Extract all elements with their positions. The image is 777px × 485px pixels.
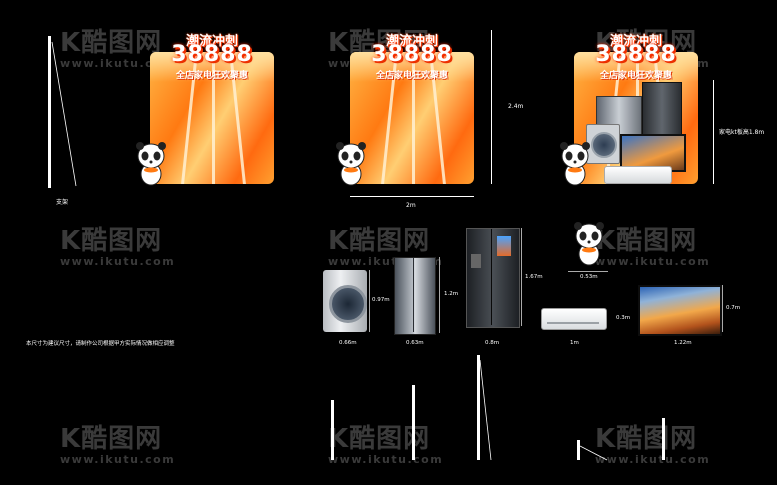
kt-height-label: 家电kt板高1.8m xyxy=(719,129,765,136)
air-conditioner-image xyxy=(604,166,672,184)
kt-height-line xyxy=(713,80,714,184)
display-board xyxy=(150,52,274,184)
panda-mascot-icon xyxy=(574,222,604,266)
washer-door-icon xyxy=(329,285,367,323)
panda-mascot-icon xyxy=(136,142,166,186)
fridge-door-split xyxy=(491,229,492,325)
height-dimension-line xyxy=(491,30,492,184)
display-board xyxy=(350,52,474,184)
stand-brace xyxy=(51,41,77,187)
board-number: 38888 xyxy=(371,42,453,67)
fridge-door-split xyxy=(413,258,414,332)
board-title: 潮流冲刺 xyxy=(185,34,238,49)
fridge-big-height-label: 1.67m xyxy=(525,274,543,280)
fridge-double-image xyxy=(394,257,436,335)
tv-width-label: 1.22m xyxy=(674,340,692,346)
board-number: 38888 xyxy=(595,42,677,67)
fridge-big-image xyxy=(466,228,520,328)
board-number: 38888 xyxy=(171,42,253,67)
washer-height-line xyxy=(369,270,370,332)
stand-label: 支架 xyxy=(56,199,69,206)
air-conditioner-image xyxy=(541,308,607,330)
panda-mascot-icon xyxy=(560,142,590,186)
board-title: 潮流冲刺 xyxy=(385,34,438,49)
air-conditioner-height-label: 0.3m xyxy=(616,315,631,321)
washer-height-label: 0.97m xyxy=(372,297,390,303)
tv-height-label: 0.7m xyxy=(726,305,741,311)
board-subtitle: 全店家电狂欢聚惠 xyxy=(175,71,248,81)
stand-pole xyxy=(412,385,415,460)
washer-door-icon xyxy=(591,132,617,158)
stand-pole xyxy=(577,440,580,460)
height-label: 2.4m xyxy=(508,103,524,110)
panda-width-line xyxy=(568,271,608,272)
width-label: 2m xyxy=(406,202,416,209)
fridge-big-width-label: 0.8m xyxy=(485,340,500,346)
stand-pole xyxy=(331,400,334,460)
washer-width-label: 0.66m xyxy=(339,340,357,346)
stand-pole xyxy=(477,355,480,460)
air-conditioner-vent xyxy=(547,322,599,324)
tv-image xyxy=(620,134,686,172)
stand-pole xyxy=(48,36,51,188)
stand-brace xyxy=(479,359,492,461)
stand-brace xyxy=(579,445,608,461)
size-note: 本尺寸为建议尺寸，请制作公司根据甲方实际情况做相应调整 xyxy=(26,341,175,347)
fridge-big-height-line xyxy=(521,228,522,326)
board-subtitle: 全店家电狂欢聚惠 xyxy=(375,71,448,81)
fridge-double-width-label: 0.63m xyxy=(406,340,424,346)
board-title: 潮流冲刺 xyxy=(609,34,662,49)
tv-image xyxy=(638,285,722,336)
air-conditioner-width-label: 1m xyxy=(570,340,579,346)
panda-width-label: 0.53m xyxy=(580,274,598,280)
fridge-double-height-line xyxy=(439,257,440,333)
board-subtitle: 全店家电狂欢聚惠 xyxy=(599,71,672,81)
tv-height-line xyxy=(722,285,723,332)
water-dispenser-icon xyxy=(471,254,481,268)
stand-pole xyxy=(662,418,665,460)
width-dimension-line xyxy=(350,196,474,197)
fridge-screen-icon xyxy=(497,236,511,256)
fridge-double-height-label: 1.2m xyxy=(444,291,459,297)
panda-mascot-icon xyxy=(336,142,366,186)
